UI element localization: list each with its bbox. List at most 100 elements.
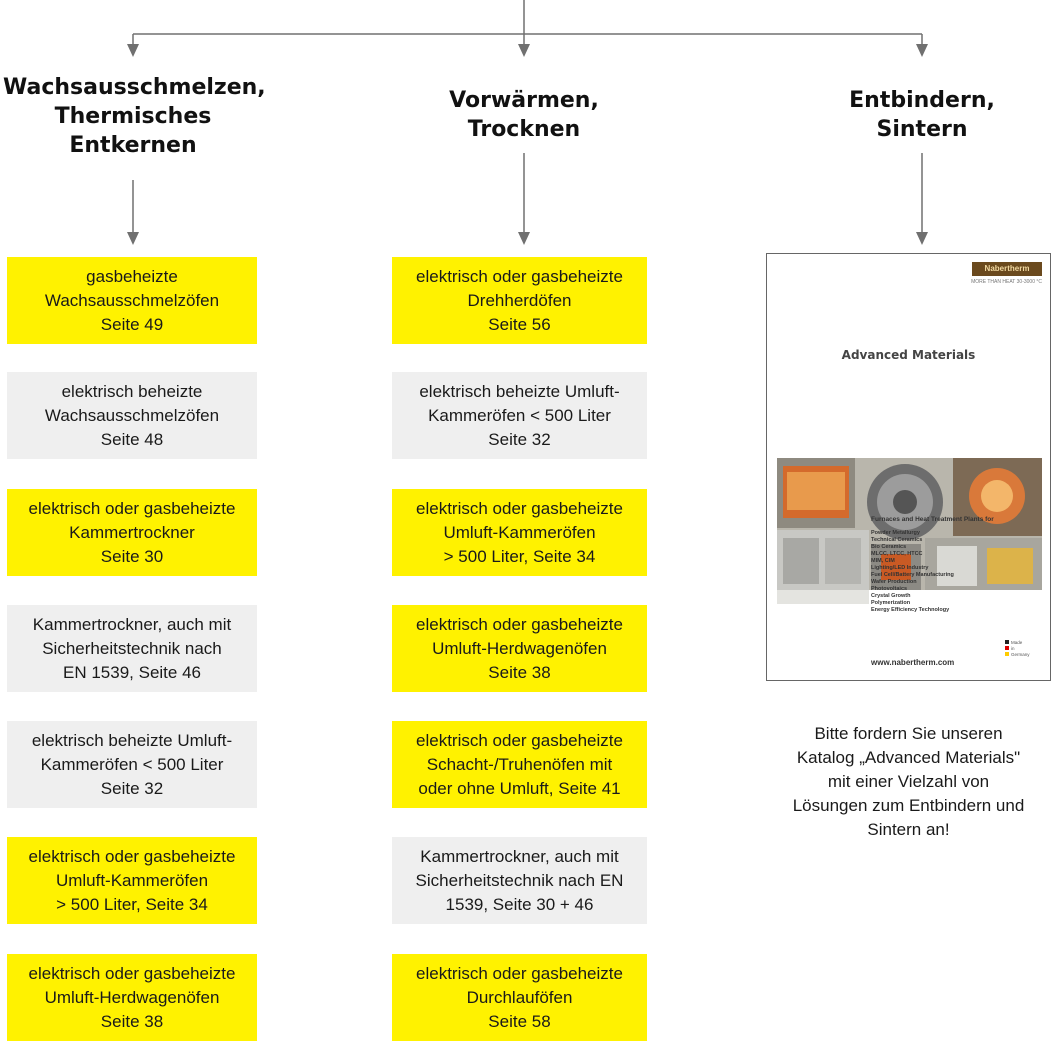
- box-line: Umluft-Kammeröfen: [55, 870, 209, 890]
- note-line: Bitte fordern Sie unseren: [814, 724, 1003, 743]
- flag-line: Made: [1005, 640, 1043, 646]
- catalog-list-item: Technical Ceramics: [871, 537, 923, 543]
- catalog-list-item: Fuel Cell/Battery Manufacturing: [871, 572, 954, 578]
- arrowhead: [127, 44, 139, 57]
- box-line: elektrisch oder gasbeheizte: [416, 614, 623, 634]
- product-box-convection-small: elektrisch beheizte Umluft- Kammeröfen <…: [392, 372, 647, 459]
- heading-vorwaermen: Vorwärmen, Trocknen: [394, 86, 654, 144]
- heading-line: Entbindern,: [849, 88, 995, 113]
- catalog-list-item: MIM, CIM: [871, 558, 895, 564]
- box-line: > 500 Liter, Seite 34: [56, 894, 208, 914]
- arrowhead: [916, 44, 928, 57]
- flag-text: Made: [1011, 640, 1023, 645]
- box-line: gasbeheizte: [86, 266, 178, 286]
- product-box-bogie-hearth: elektrisch oder gasbeheizte Umluft-Herdw…: [392, 605, 647, 692]
- box-line: 1539, Seite 30 + 46: [445, 894, 594, 914]
- box-line: Durchlauföfen: [466, 987, 573, 1007]
- box-line: EN 1539, Seite 46: [63, 662, 201, 682]
- heading-line: Wachsausschmelzen,: [3, 75, 266, 100]
- made-in-germany-flag: Made in Germany: [1005, 640, 1043, 658]
- box-line: elektrisch oder gasbeheizte: [416, 730, 623, 750]
- arrowhead: [518, 44, 530, 57]
- product-box-rotary-hearth: elektrisch oder gasbeheizte Drehherdöfen…: [392, 257, 647, 344]
- box-line: Seite 56: [488, 314, 551, 334]
- heading-line: Thermisches: [54, 104, 212, 129]
- box-line: Kammertrockner, auch mit: [32, 614, 232, 634]
- box-line: Sicherheitstechnik nach EN: [415, 870, 624, 890]
- box-line: Umluft-Kammeröfen: [443, 522, 596, 542]
- box-line: elektrisch beheizte: [61, 381, 203, 401]
- box-line: elektrisch oder gasbeheizte: [416, 963, 623, 983]
- note-line: Sintern an!: [867, 820, 950, 839]
- box-line: oder ohne Umluft, Seite 41: [418, 778, 621, 798]
- catalog-list-item: Powder Metallurgy: [871, 530, 920, 536]
- box-line: elektrisch oder gasbeheizte: [28, 498, 236, 518]
- catalog-url: www.nabertherm.com: [871, 658, 955, 667]
- box-line: elektrisch oder gasbeheizte: [416, 498, 623, 518]
- box-line: elektrisch oder gasbeheizte: [28, 963, 236, 983]
- catalog-subline: MORE THAN HEAT 30-3000 °C: [971, 279, 1042, 285]
- flag-text: Germany: [1011, 652, 1030, 657]
- product-box-chamber-dryer: elektrisch oder gasbeheizte Kammertrockn…: [7, 489, 257, 576]
- heading-entbindern: Entbindern, Sintern: [792, 86, 1052, 144]
- box-line: Kammertrockner, auch mit: [420, 846, 619, 866]
- product-box-convection-large: elektrisch oder gasbeheizte Umluft-Kamme…: [7, 837, 257, 924]
- box-line: Kammeröfen < 500 Liter: [428, 405, 611, 425]
- product-box-electric-wax-melt: elektrisch beheizte Wachsausschmelzöfen …: [7, 372, 257, 459]
- note-line: mit einer Vielzahl von: [827, 772, 990, 791]
- box-line: Wachsausschmelzöfen: [44, 290, 220, 310]
- box-line: Seite 38: [488, 662, 551, 682]
- catalog-logo: Nabertherm: [972, 262, 1042, 276]
- box-line: elektrisch beheizte Umluft-: [31, 730, 233, 750]
- catalog-list-item: Polymerization: [871, 600, 911, 606]
- catalog-list-item: Energy Efficiency Technology: [871, 607, 950, 613]
- box-line: Seite 58: [488, 1011, 551, 1031]
- box-line: Drehherdöfen: [467, 290, 572, 310]
- product-box-pit-furnace: elektrisch oder gasbeheizte Schacht-/Tru…: [392, 721, 647, 808]
- catalog-list-item: Wafer Production: [871, 579, 917, 585]
- box-line: Wachsausschmelzöfen: [44, 405, 220, 425]
- flag-text: in: [1011, 646, 1015, 651]
- box-line: Seite 32: [488, 429, 551, 449]
- box-line: Seite 32: [100, 778, 164, 798]
- catalog-list-item: Bio Ceramics: [871, 544, 907, 550]
- box-line: Seite 49: [100, 314, 164, 334]
- catalog-subtitle: Furnaces and Heat Treatment Plants for: [871, 516, 994, 523]
- note-line: Lösungen zum Entbindern und: [792, 796, 1025, 815]
- box-line: > 500 Liter, Seite 34: [443, 546, 596, 566]
- catalog-list-item: Photovoltaics: [871, 586, 908, 592]
- heading-line: Trocknen: [467, 117, 581, 142]
- box-line: Seite 30: [100, 546, 164, 566]
- product-box-continuous-furnace: elektrisch oder gasbeheizte Durchlauföfe…: [392, 954, 647, 1041]
- catalog-application-list: Powder Metallurgy Technical Ceramics Bio…: [871, 530, 954, 614]
- box-line: Schacht-/Truhenöfen mit: [426, 754, 613, 774]
- product-box-gas-wax-melt: gasbeheizte Wachsausschmelzöfen Seite 49: [7, 257, 257, 344]
- catalog-list-item: Lighting/LED Industry: [871, 565, 929, 571]
- box-line: Seite 48: [100, 429, 164, 449]
- heading-line: Sintern: [876, 117, 968, 142]
- catalog-request-note: Bitte fordern Sie unseren Katalog „Advan…: [766, 722, 1051, 842]
- box-line: elektrisch beheizte Umluft-: [419, 381, 620, 401]
- product-box-convection-large: elektrisch oder gasbeheizte Umluft-Kamme…: [392, 489, 647, 576]
- catalog-list-item: Crystal Growth: [871, 593, 911, 599]
- box-line: Kammeröfen < 500 Liter: [40, 754, 224, 774]
- box-line: Kammertrockner: [69, 522, 195, 542]
- product-box-safety-dryer: Kammertrockner, auch mit Sicherheitstech…: [392, 837, 647, 924]
- box-line: elektrisch oder gasbeheizte: [416, 266, 623, 286]
- flag-line: Germany: [1005, 652, 1043, 658]
- catalog-list-item: MLCC, LTCC, HTCC: [871, 551, 923, 557]
- product-box-safety-dryer: Kammertrockner, auch mit Sicherheitstech…: [7, 605, 257, 692]
- arrowhead: [916, 232, 928, 245]
- note-line: Katalog „Advanced Materials": [796, 748, 1021, 767]
- product-box-convection-small: elektrisch beheizte Umluft- Kammeröfen <…: [7, 721, 257, 808]
- heading-line: Entkernen: [69, 133, 197, 158]
- box-line: Sicherheitstechnik nach: [42, 638, 222, 658]
- arrowhead: [518, 232, 530, 245]
- catalog-photo-collage: [777, 458, 1042, 604]
- box-line: Seite 38: [100, 1011, 164, 1031]
- box-line: elektrisch oder gasbeheizte: [28, 846, 236, 866]
- heading-line: Vorwärmen,: [449, 88, 599, 113]
- flag-line: in: [1005, 646, 1043, 652]
- catalog-cover-image: Nabertherm MORE THAN HEAT 30-3000 °C Adv…: [766, 253, 1051, 681]
